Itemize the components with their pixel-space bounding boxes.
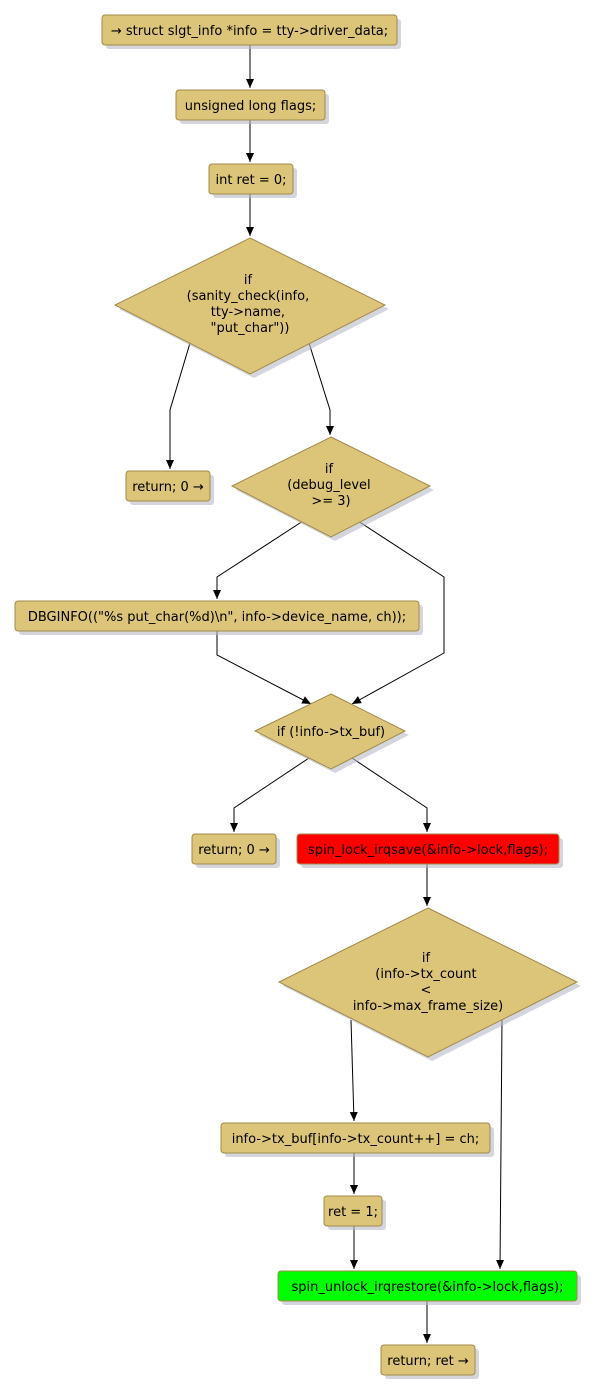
node-flags-decl: unsigned long flags; xyxy=(175,89,329,124)
node-sanity-if-label: if (sanity_check(info, tty->name, "put_c… xyxy=(187,273,314,336)
node-sanity-if: if (sanity_check(info, tty->name, "put_c… xyxy=(113,237,389,378)
edge-sanity-to-debug xyxy=(308,342,334,435)
node-txbuf-assign-label: info->tx_buf[info->tx_count++] = ch; xyxy=(232,1132,480,1147)
edge-txbuf-to-return0 xyxy=(230,757,310,832)
edge-sanity-to-return0 xyxy=(166,342,191,469)
node-flags-decl-label: unsigned long flags; xyxy=(185,99,317,114)
node-spin-unlock: spin_unlock_irqrestore(&info->lock,flags… xyxy=(277,1270,581,1305)
node-ret-one-label: ret = 1; xyxy=(328,1205,378,1220)
node-return-zero-1-label: return; 0 → xyxy=(132,480,204,495)
node-return-zero-2-label: return; 0 → xyxy=(198,843,270,858)
node-return-ret: return; ret → xyxy=(380,1344,479,1379)
edge-debug-to-txbuf xyxy=(351,520,445,705)
node-info-decl: → struct slgt_info *info = tty->driver_d… xyxy=(101,14,401,49)
edge-txbuf-to-lock xyxy=(351,757,431,832)
node-debug-if: if (debug_level >= 3) xyxy=(230,436,434,541)
node-return-ret-label: return; ret → xyxy=(387,1354,469,1369)
edge-debug-to-dbginfo xyxy=(213,520,304,599)
node-ret-decl: int ret = 0; xyxy=(208,163,297,198)
node-debug-if-label: if (debug_level >= 3) xyxy=(287,462,375,509)
node-txcount-if-label: if (info->tx_count < info->max_frame_siz… xyxy=(353,951,503,1014)
node-spin-lock: spin_lock_irqsave(&info->lock,flags); xyxy=(296,833,563,868)
node-txcount-if: if (info->tx_count < info->max_frame_siz… xyxy=(277,907,581,1061)
node-txbuf-if: if (!info->tx_buf) xyxy=(253,693,409,773)
edges xyxy=(166,45,505,1343)
node-dbginfo: DBGINFO(("%s put_char(%d)\n", info->devi… xyxy=(14,600,423,635)
node-return-zero-1: return; 0 → xyxy=(125,470,214,505)
node-txbuf-assign: info->tx_buf[info->tx_count++] = ch; xyxy=(220,1122,494,1157)
edge-dbginfo-to-txbuf xyxy=(216,630,312,705)
node-ret-decl-label: int ret = 0; xyxy=(215,173,286,188)
edge-txcount-to-assign xyxy=(349,1019,358,1122)
edge-txcount-to-unlock xyxy=(496,1019,505,1270)
node-return-zero-2: return; 0 → xyxy=(191,833,280,868)
node-spin-unlock-label: spin_unlock_irqrestore(&info->lock,flags… xyxy=(292,1280,564,1295)
node-ret-one: ret = 1; xyxy=(323,1195,386,1230)
node-txbuf-if-label: if (!info->tx_buf) xyxy=(277,725,385,740)
node-info-decl-label: → struct slgt_info *info = tty->driver_d… xyxy=(111,24,388,39)
node-spin-lock-label: spin_lock_irqsave(&info->lock,flags); xyxy=(308,843,548,858)
node-dbginfo-label: DBGINFO(("%s put_char(%d)\n", info->devi… xyxy=(28,610,406,625)
